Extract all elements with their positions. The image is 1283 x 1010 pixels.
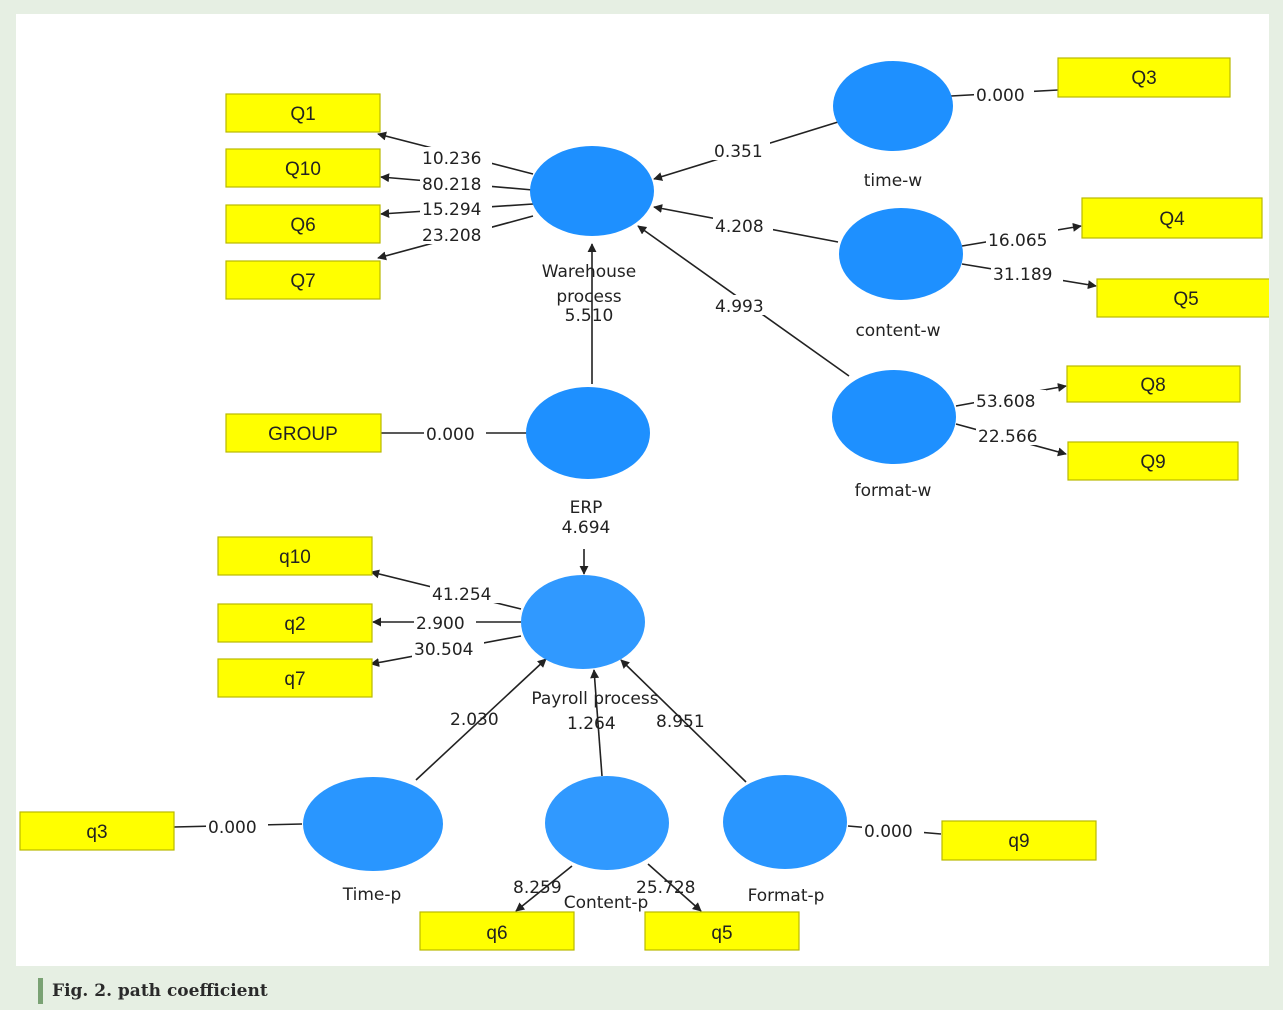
edge-label-formatp-q9: 0.000: [864, 822, 913, 842]
edge-contentp-q5: [647, 863, 702, 912]
edge-formatp-payroll: [620, 659, 747, 783]
indicator-Q8[interactable]: Q8: [1066, 365, 1241, 403]
edge-label-contentp-payroll: 1.264: [567, 714, 616, 734]
svg-text:q2: q2: [284, 614, 305, 635]
label-time-p: Time-p: [342, 885, 402, 905]
edge-label-payroll-q7: 30.504: [414, 640, 473, 660]
edge-contentp-q6: [515, 865, 573, 912]
indicator-Q4[interactable]: Q4: [1081, 197, 1263, 239]
edge-contentp-payroll: [590, 669, 603, 777]
indicator-GROUP[interactable]: GROUP: [225, 413, 382, 453]
construct-warehouse-process[interactable]: [530, 146, 654, 236]
construct-time-p[interactable]: [303, 777, 443, 871]
edge-label-formatp-payroll: 8.951: [656, 712, 705, 732]
indicator-q3[interactable]: q3: [19, 811, 175, 851]
label-format-p: Format-p: [748, 886, 825, 906]
edge-label-formatw-q8: 53.608: [976, 392, 1035, 412]
construct-format-p[interactable]: [723, 775, 847, 869]
indicator-q7[interactable]: q7: [217, 658, 373, 698]
svg-text:q9: q9: [1008, 831, 1029, 852]
edge-label-payroll-q10: 41.254: [432, 585, 491, 605]
label-content-p: Content-p: [564, 893, 649, 913]
edge-label-formatw-q9: 22.566: [978, 427, 1037, 447]
label-time-w: time-w: [864, 171, 923, 191]
construct-time-w[interactable]: [833, 61, 953, 151]
indicator-q10[interactable]: q10: [217, 536, 373, 576]
svg-text:q6: q6: [486, 923, 507, 944]
svg-text:Q4: Q4: [1159, 209, 1185, 230]
label-warehouse-line2: process: [556, 287, 621, 307]
indicator-Q5[interactable]: Q5: [1096, 278, 1269, 318]
svg-text:Q3: Q3: [1131, 68, 1156, 89]
svg-text:q5: q5: [711, 923, 732, 944]
svg-text:Q1: Q1: [290, 104, 315, 125]
edge-label-warehouse-q10: 80.218: [422, 175, 481, 195]
svg-text:GROUP: GROUP: [268, 424, 338, 445]
edge-label-contentw-q4: 16.065: [988, 231, 1047, 251]
edge-label-warehouse-q7: 23.208: [422, 226, 481, 246]
construct-content-p[interactable]: [545, 776, 669, 870]
svg-text:q7: q7: [284, 669, 305, 690]
svg-text:Q6: Q6: [290, 215, 315, 236]
svg-text:Q9: Q9: [1140, 452, 1165, 473]
indicator-q2[interactable]: q2: [217, 603, 373, 643]
edge-label-warehouse-q6: 15.294: [422, 200, 481, 220]
edge-label-timew-q3: 0.000: [976, 86, 1025, 106]
label-content-w: content-w: [855, 321, 940, 341]
r2-erp: 4.694: [562, 518, 611, 538]
svg-text:q3: q3: [86, 822, 107, 843]
svg-text:Q5: Q5: [1173, 289, 1198, 310]
indicator-Q9[interactable]: Q9: [1067, 441, 1239, 481]
indicator-q5[interactable]: q5: [644, 911, 800, 951]
indicator-Q1[interactable]: Q1: [225, 93, 381, 133]
construct-content-w[interactable]: [839, 208, 963, 300]
edge-label-warehouse-q1: 10.236: [422, 149, 481, 169]
construct-erp[interactable]: [526, 387, 650, 479]
construct-format-w[interactable]: [832, 370, 956, 464]
construct-payroll-process[interactable]: [521, 575, 645, 669]
indicator-Q3[interactable]: Q3: [1057, 57, 1231, 98]
edge-label-payroll-q2: 2.900: [416, 614, 465, 634]
edge-label-erp-group: 0.000: [426, 425, 475, 445]
edge-label-contentp-q6: 8.259: [513, 878, 562, 898]
label-format-w: format-w: [855, 481, 932, 501]
label-erp: ERP: [570, 498, 603, 518]
figure-caption: Fig. 2. path coefficient: [38, 978, 268, 1004]
label-payroll: Payroll process: [531, 689, 658, 709]
indicator-q9[interactable]: q9: [941, 820, 1097, 861]
svg-text:Q10: Q10: [285, 159, 321, 180]
indicator-Q7[interactable]: Q7: [225, 260, 381, 300]
diagram-canvas: 10.236 80.218 15.294 23.208 0.000 0.351 …: [16, 14, 1269, 966]
indicator-q6[interactable]: q6: [419, 911, 575, 951]
path-model-diagram: 10.236 80.218 15.294 23.208 0.000 0.351 …: [19, 57, 1269, 951]
r2-warehouse: 5.510: [565, 306, 614, 326]
edge-label-formatw-warehouse: 4.993: [715, 297, 764, 317]
edge-label-contentp-q5: 25.728: [636, 878, 695, 898]
svg-text:Q7: Q7: [290, 271, 315, 292]
indicator-Q10[interactable]: Q10: [225, 148, 381, 188]
edge-timep-payroll: [415, 658, 547, 781]
svg-text:q10: q10: [279, 547, 311, 568]
svg-text:Q8: Q8: [1140, 375, 1165, 396]
edge-label-timep-payroll: 2.030: [450, 710, 499, 730]
edge-label-contentw-q5: 31.189: [993, 265, 1052, 285]
edge-label-timew-warehouse: 0.351: [714, 142, 763, 162]
edge-label-contentw-warehouse: 4.208: [715, 217, 764, 237]
indicator-Q6[interactable]: Q6: [225, 204, 381, 244]
edge-label-timep-q3: 0.000: [208, 818, 257, 838]
label-warehouse-line1: Warehouse: [542, 262, 636, 282]
